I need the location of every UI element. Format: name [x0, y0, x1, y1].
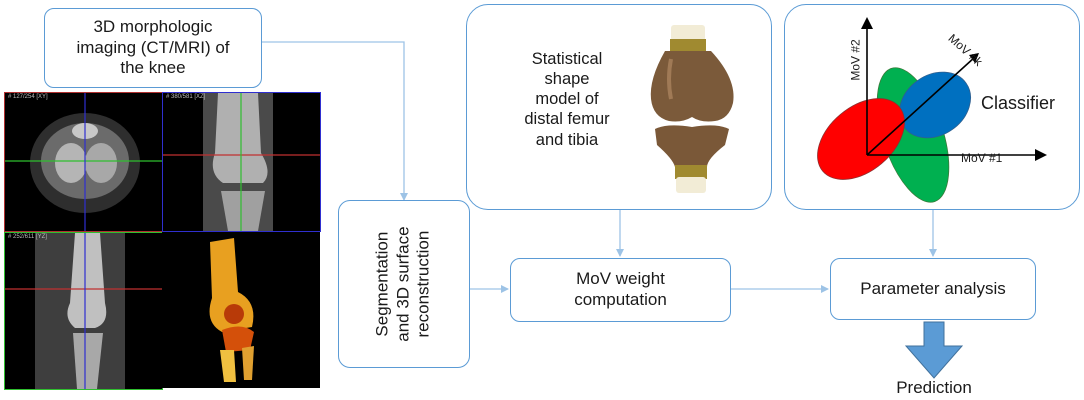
imaging-to-segmentation-arrow — [262, 41, 408, 201]
scan-panel-coronal: # 380/581 [XZ] — [162, 92, 321, 232]
prediction-block-arrow — [904, 321, 964, 379]
scan-panel-3d-render — [162, 232, 319, 388]
scan-panel-sagittal: # 252/611 [YZ] — [4, 232, 163, 390]
scan-panel-label: # 380/581 [XZ] — [166, 94, 206, 100]
parameter-analysis-box: Parameter analysis — [830, 258, 1036, 320]
mov-weight-box-text: MoV weight computation — [574, 269, 667, 309]
scan-panel-axial: # 127/254 [XY] — [4, 92, 163, 232]
axis-label-mov2: MoV #2 — [848, 39, 863, 81]
imaging-box-text: 3D morphologic imaging (CT/MRI) of the k… — [76, 16, 230, 78]
axis-movk — [866, 56, 976, 156]
ssm-box: Statistical shape model of distal femur … — [466, 4, 772, 210]
segmentation-box-text: Segmentation and 3D surface reconstructi… — [372, 226, 434, 342]
classifier-box: MoV #2 MoV #k MoV #1 Classifier — [784, 4, 1080, 210]
scan-panel-label: # 127/254 [XY] — [8, 94, 48, 100]
classifier-plot — [817, 17, 1047, 203]
knee-model-image — [650, 25, 734, 193]
imaging-box: 3D morphologic imaging (CT/MRI) of the k… — [44, 8, 262, 88]
scan-panel-label: # 252/611 [YZ] — [8, 234, 47, 240]
ssm-box-text: Statistical shape model of distal femur … — [524, 50, 610, 149]
segmentation-box: Segmentation and 3D surface reconstructi… — [338, 200, 470, 368]
scan-montage: # 127/254 [XY] # 380/581 [XZ] # 252/611 … — [4, 92, 321, 390]
prediction-label: Prediction — [896, 378, 972, 397]
classifier-label: Classifier — [981, 93, 1056, 113]
mov-weight-box: MoV weight computation — [510, 258, 731, 322]
axis-label-mov1: MoV #1 — [961, 151, 1003, 165]
parameter-analysis-box-text: Parameter analysis — [860, 278, 1006, 298]
class-ellipse-red — [817, 98, 905, 180]
